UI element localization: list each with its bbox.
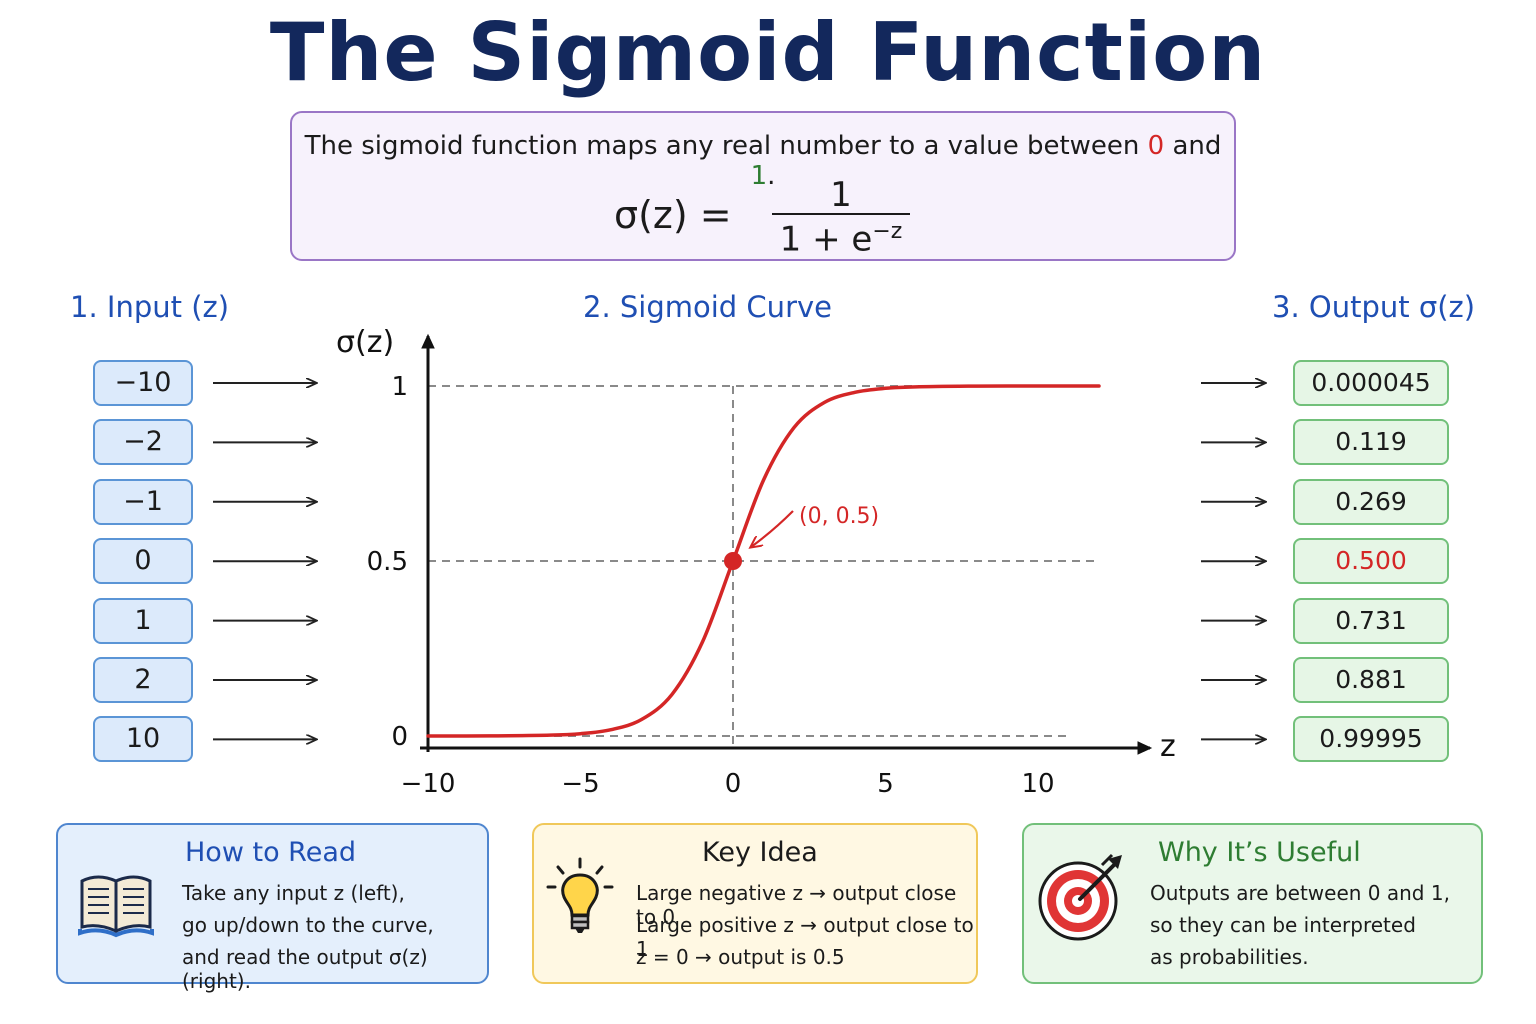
why-useful-line: Outputs are between 0 and 1, [1150, 881, 1450, 905]
how-to-read-box: How to Read Take any input z (left), go … [56, 823, 489, 993]
midpoint-marker [724, 552, 742, 570]
input-value-box: −1 [93, 478, 193, 525]
chart-axes [420, 333, 1153, 755]
formula-numerator: 1 [830, 175, 852, 215]
input-value-box: 1 [93, 597, 193, 644]
row-arrows [213, 383, 1265, 739]
why-useful-line: so they can be interpreted [1150, 913, 1416, 937]
x-tick-label: 10 [1021, 769, 1054, 799]
output-value-box: 0.000045 [1293, 360, 1449, 406]
y-tick-label: 0 [391, 722, 408, 752]
how-to-read-line: go up/down to the curve, [182, 913, 434, 937]
formula-denominator-base: 1 + e [779, 219, 873, 260]
output-value-box: 0.500 [1293, 538, 1449, 585]
why-useful-line: as probabilities. [1150, 945, 1309, 969]
output-value-box: 0.99995 [1293, 716, 1449, 763]
why-useful-title: Why It’s Useful [1158, 837, 1361, 868]
key-idea-title: Key Idea [702, 837, 818, 868]
y-axis-label: σ(z) [336, 325, 394, 360]
formula-exponent: −z [872, 219, 903, 244]
y-tick-label: 1 [391, 372, 408, 402]
input-value-box: −2 [93, 419, 193, 466]
midpoint-callout-arrow [751, 510, 794, 547]
guide-lines [428, 385, 1099, 748]
section-heading-input: 1. Input (z) [70, 290, 230, 324]
input-value-box: 2 [93, 657, 193, 703]
formula-lhs: σ(z) = [614, 193, 732, 237]
why-useful-box: Why It’s Useful Outputs are between 0 an… [1022, 823, 1483, 984]
input-value-box: 0 [93, 538, 193, 585]
definition-high-value: 1 [750, 161, 768, 191]
input-value-box: −10 [93, 360, 193, 406]
x-axis-label: z [1160, 729, 1176, 764]
sigmoid-formula: σ(z) = 1 1 + e−z [292, 175, 1234, 259]
sigmoid-chart: −10 −5 0 5 10 0 0.5 1 (0, 0.5) σ(z) z [213, 325, 1536, 799]
how-to-read-line: Take any input z (left), [182, 881, 405, 905]
output-value-box: 0.269 [1293, 478, 1449, 525]
key-idea-box: Key Idea Large negative z → output close… [532, 823, 978, 984]
x-tick-label: 5 [877, 769, 894, 799]
output-value-box: 0.119 [1293, 419, 1449, 466]
x-tick-label: 0 [725, 769, 742, 799]
definition-text-after: . [767, 161, 776, 191]
definition-box: The sigmoid function maps any real numbe… [290, 111, 1236, 261]
definition-text-before: The sigmoid function maps any real numbe… [304, 131, 1148, 161]
output-value-box: 0.731 [1293, 597, 1449, 644]
lightbulb-icon [546, 857, 614, 933]
key-idea-line: Large positive z → output close to 1 [636, 913, 974, 961]
x-tick-label: −10 [401, 769, 456, 799]
definition-text: The sigmoid function maps any real numbe… [292, 131, 1234, 191]
how-to-read-title: How to Read [185, 837, 357, 868]
output-value-box: 0.881 [1293, 657, 1449, 703]
how-to-read-line: and read the output σ(z) (right). [182, 945, 428, 993]
fraction-bar [772, 213, 910, 215]
y-tick-label: 0.5 [367, 547, 408, 577]
input-value-box: 10 [93, 716, 193, 763]
sigmoid-curve [426, 384, 1101, 738]
definition-and: and [1164, 131, 1222, 161]
page-title: The Sigmoid Function [269, 6, 1267, 99]
midpoint-label: (0, 0.5) [799, 504, 879, 529]
definition-low-value: 0 [1147, 131, 1165, 161]
key-idea-line: Large negative z → output close to 0 [636, 881, 957, 929]
section-heading-output: 3. Output σ(z) [1272, 290, 1476, 324]
target-icon [1038, 853, 1122, 941]
book-icon [78, 875, 154, 938]
x-tick-label: −5 [561, 769, 599, 799]
section-heading-curve: 2. Sigmoid Curve [583, 290, 832, 324]
formula-denominator: 1 + e−z [772, 219, 910, 259]
key-idea-line: z = 0 → output is 0.5 [636, 945, 845, 969]
tick-labels: −10 −5 0 5 10 0 0.5 1 [367, 372, 1055, 799]
